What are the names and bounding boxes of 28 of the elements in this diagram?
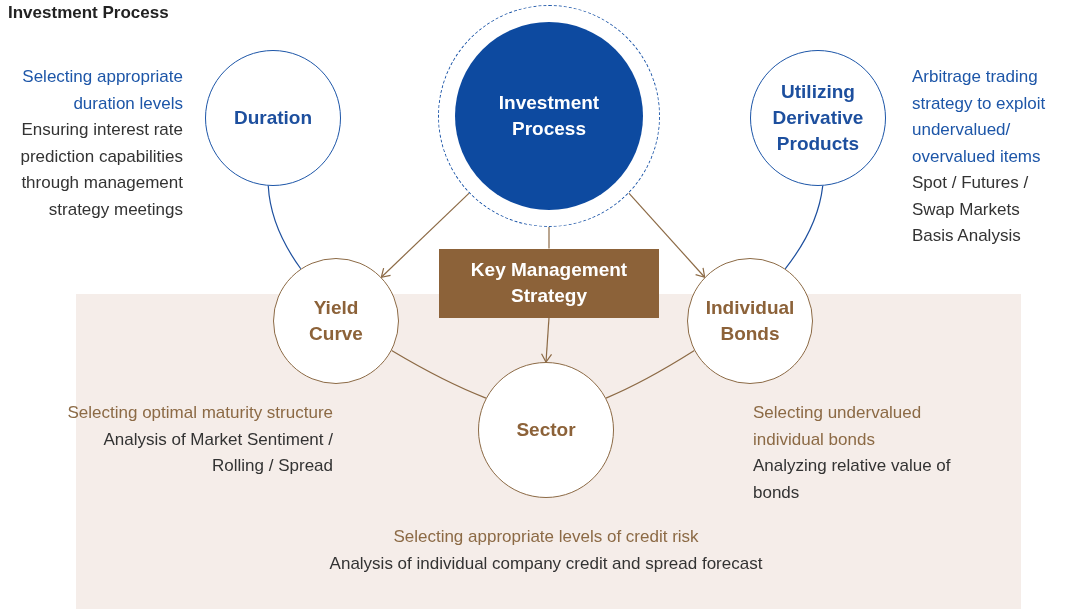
detail-text: Ensuring interest rate prediction capabilities through management strategy meetings — [19, 119, 183, 221]
strategy-box — [439, 248, 659, 318]
node-label: Individual Bonds — [704, 296, 796, 346]
connector-line — [605, 349, 695, 399]
goal-text: Selecting undervalued individual bonds — [753, 402, 923, 451]
detail-text: Analyzing relative value of bonds — [753, 455, 952, 504]
node-label: Duration — [233, 106, 313, 130]
diagram-title: Investment Process — [8, 2, 169, 24]
goal-text: Arbitrage trading strategy to exploit undervalued/ overvalued items — [912, 66, 1047, 168]
node-label: Sector — [516, 418, 576, 442]
connector-line — [391, 349, 487, 399]
connector-line — [548, 226, 550, 250]
node-label: Investment Process — [497, 91, 601, 141]
arrow — [380, 192, 470, 278]
node-label: Yield Curve — [308, 296, 364, 346]
node-label: Key Management Strategy — [469, 258, 629, 308]
goal-text: Selecting optimal maturity structure — [66, 402, 333, 424]
detail-text: Analysis of Market Sentiment / Rolling / Spread — [102, 428, 333, 477]
connector-line — [784, 185, 824, 270]
detail-text: Analysis of individual company credit and spread forecast — [328, 552, 764, 575]
detail-text: Spot / Futures / Swap Markets — [912, 172, 1030, 221]
connector-line — [267, 185, 302, 270]
goal-text: Selecting appropriate duration levels — [21, 66, 183, 115]
node-label: Utilizing Derivative Products — [771, 80, 865, 156]
goal-text: Selecting appropriate levels of credit risk — [392, 526, 700, 548]
detail-text: Basis Analysis — [912, 225, 1022, 247]
arrow — [540, 316, 553, 363]
arrow — [628, 192, 706, 278]
